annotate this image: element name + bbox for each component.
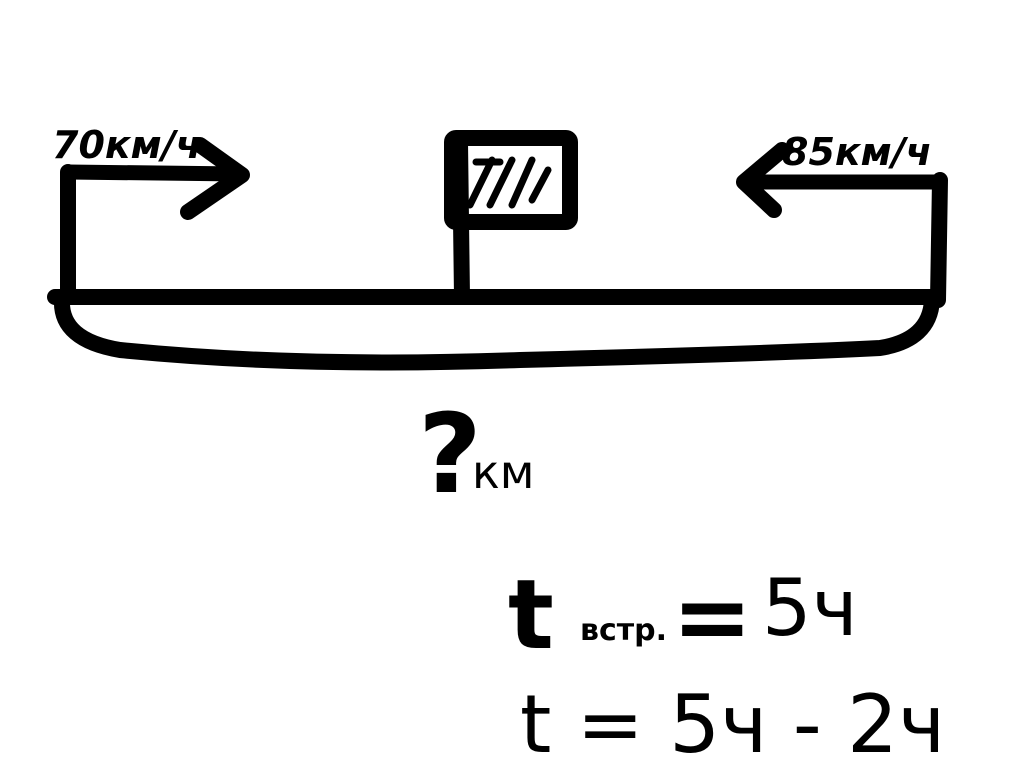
distance-question-mark: ? bbox=[418, 390, 482, 518]
right-speed-label: 85км/ч bbox=[782, 130, 932, 174]
distance-bracket bbox=[53, 292, 940, 371]
right-arrow-head bbox=[736, 142, 790, 218]
flag-box bbox=[444, 130, 578, 230]
travel-time-equation: t = 5ч - 2ч bbox=[520, 678, 945, 768]
left-arrow-shaft bbox=[60, 164, 248, 182]
meet-time-equals: = bbox=[672, 561, 752, 673]
flag-hatching bbox=[466, 156, 552, 209]
meet-time-symbol: t bbox=[508, 559, 554, 671]
distance-unit: км bbox=[472, 445, 535, 499]
meet-time-subscript: встр. bbox=[580, 613, 667, 648]
right-post bbox=[930, 172, 948, 308]
left-speed-label: 70км/ч bbox=[52, 123, 202, 167]
left-arrow-head bbox=[180, 137, 250, 220]
meet-time-value: 5ч bbox=[762, 564, 858, 654]
